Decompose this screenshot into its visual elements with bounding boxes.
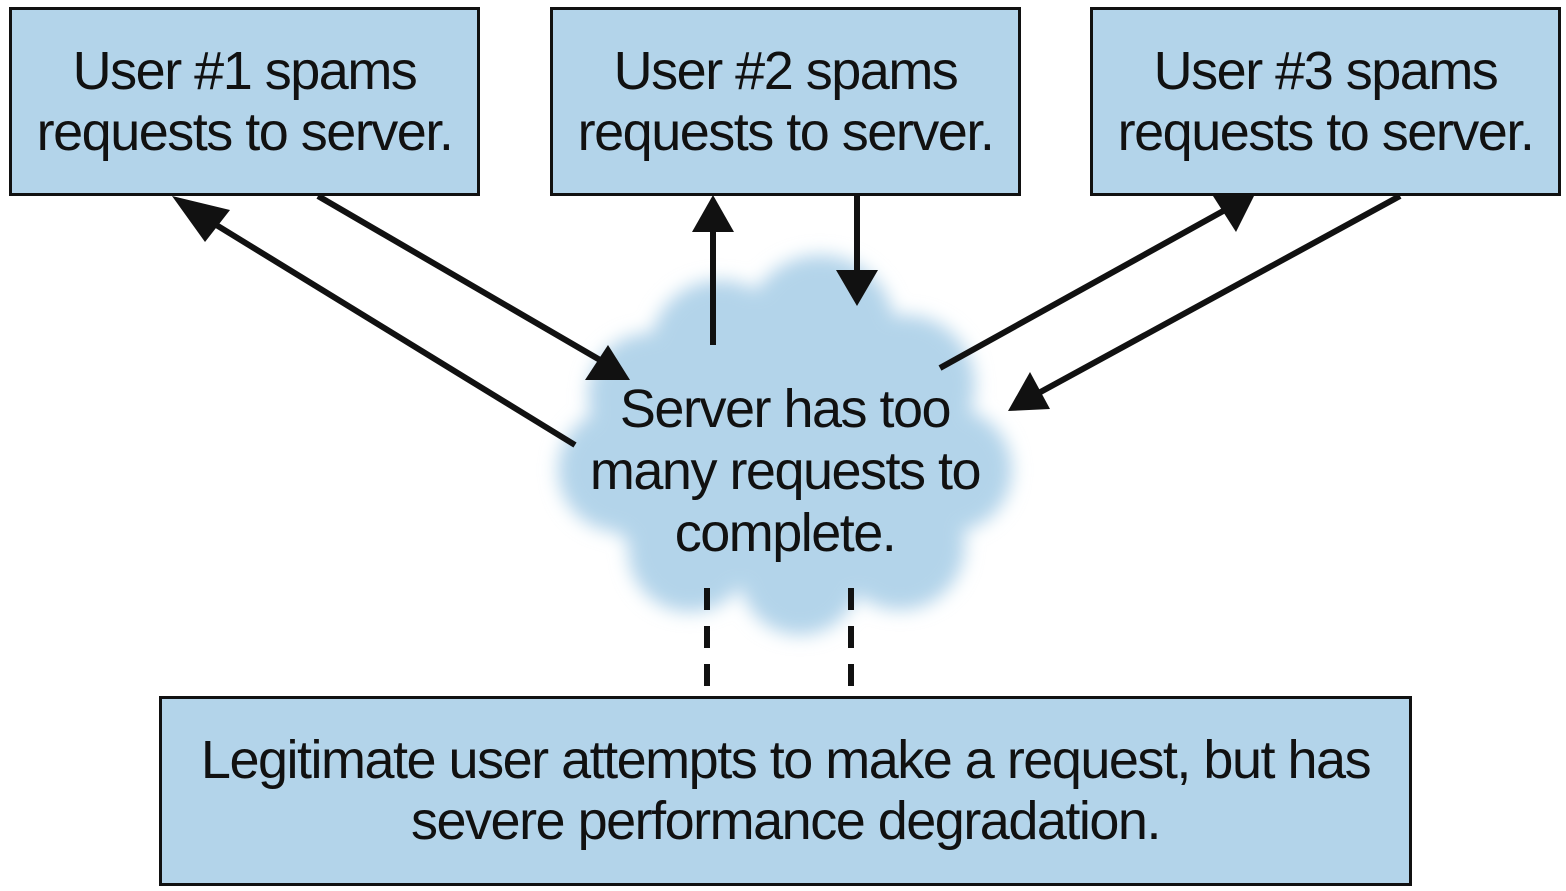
- user1-label: User #1 spams requests to server.: [36, 40, 454, 162]
- server-cloud: [558, 255, 1012, 635]
- arrow-user3-to-server: [1008, 193, 1402, 411]
- arrow-user1-to-server: [316, 193, 630, 380]
- server-label: Server has too many requests to complete…: [589, 379, 982, 563]
- arrow-server-to-user2: [692, 195, 734, 345]
- arrow-server-to-user1: [172, 196, 577, 448]
- user2-label: User #2 spams requests to server.: [577, 40, 995, 162]
- user3-label: User #3 spams requests to server.: [1117, 40, 1535, 162]
- arrow-server-to-user3: [938, 196, 1254, 371]
- arrow-user2-to-server: [836, 196, 878, 306]
- legitimate-user-box: Legitimate user attempts to make a reque…: [159, 696, 1412, 886]
- user1-box: User #1 spams requests to server.: [9, 7, 480, 196]
- user3-box: User #3 spams requests to server.: [1090, 7, 1561, 196]
- user2-box: User #2 spams requests to server.: [550, 7, 1021, 196]
- legitimate-user-label: Legitimate user attempts to make a reque…: [200, 730, 1372, 851]
